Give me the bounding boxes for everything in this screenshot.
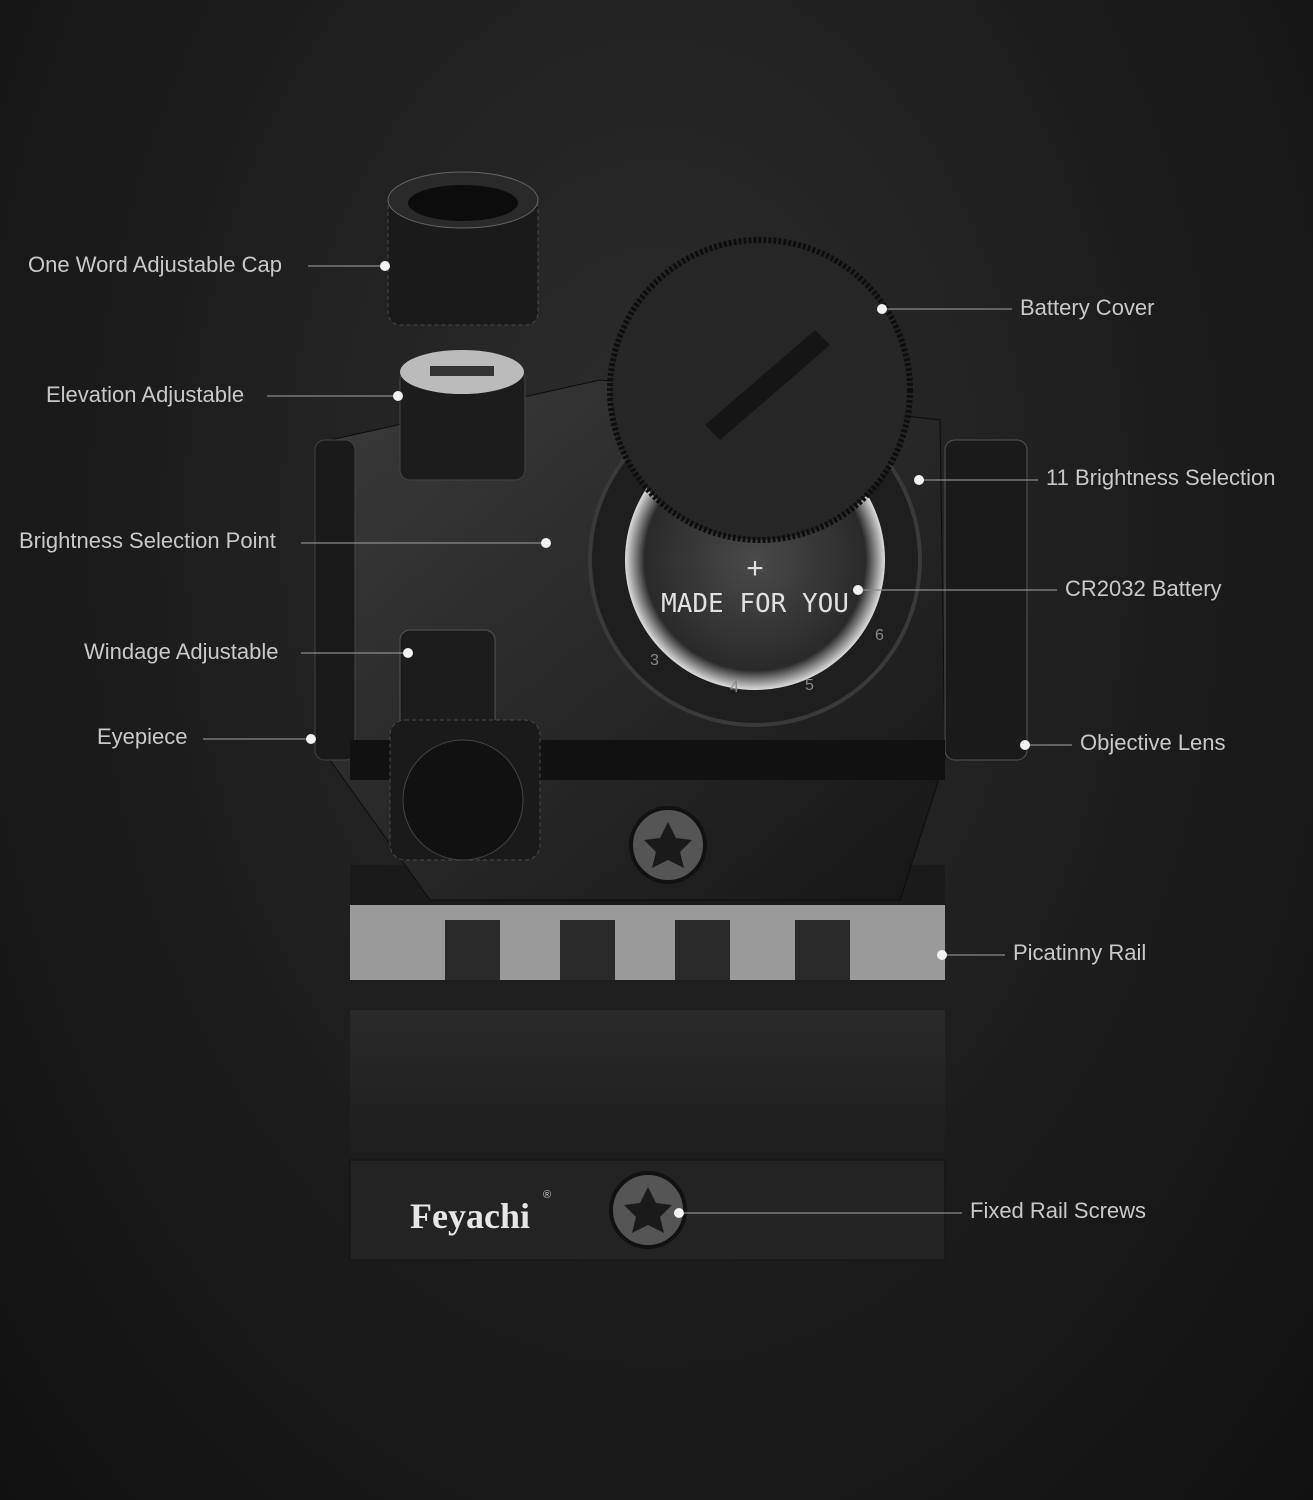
brand-logo: Feyachi	[410, 1196, 530, 1236]
elevation-turret	[399, 350, 526, 481]
label-windage-adjustable: Windage Adjustable	[84, 639, 279, 664]
battery-plus-sign: +	[746, 552, 764, 585]
adjustable-cap	[387, 171, 539, 326]
label-picatinny-rail: Picatinny Rail	[1013, 940, 1147, 965]
windage-turret	[389, 629, 541, 861]
battery-text: MADE FOR YOU	[661, 589, 849, 619]
dial-number: 4	[730, 679, 739, 696]
label-brightness-selection-point: Brightness Selection Point	[19, 528, 276, 553]
callout-dots	[306, 261, 1030, 1218]
label-objective-lens: Objective Lens	[1080, 730, 1226, 755]
label-eyepiece: Eyepiece	[97, 724, 188, 749]
dial-number: 3	[650, 652, 659, 669]
label-adjustable-cap: One Word Adjustable Cap	[28, 252, 282, 277]
label-elevation-adjustable: Elevation Adjustable	[46, 382, 245, 407]
objective-lens	[944, 439, 1028, 761]
label-cr2032-battery: CR2032 Battery	[1065, 576, 1222, 601]
svg-text:®: ®	[543, 1189, 551, 1201]
dial-number: 6	[875, 627, 884, 644]
label-battery-cover: Battery Cover	[1020, 295, 1155, 320]
leader-lines	[203, 265, 1072, 1214]
dial-number: 5	[805, 677, 814, 694]
label-brightness-selection: 11 Brightness Selection	[1046, 465, 1276, 490]
label-fixed-rail-screws: Fixed Rail Screws	[970, 1198, 1147, 1223]
